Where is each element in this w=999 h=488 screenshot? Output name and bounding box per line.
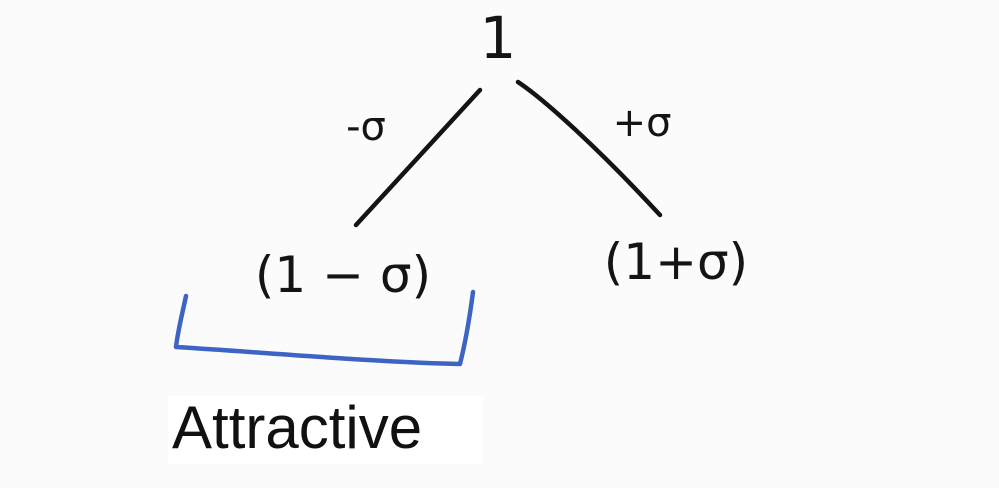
right-branch-line	[515, 79, 663, 218]
left-branch-line	[353, 87, 483, 228]
attractive-bracket	[173, 289, 476, 367]
right-edge-label: +σ	[613, 100, 672, 146]
left-node-label: (1 − σ)	[255, 246, 431, 304]
right-node-label: (1+σ)	[604, 233, 748, 291]
left-edge-label: -σ	[346, 104, 386, 150]
caption-attractive: Attractive	[172, 394, 423, 461]
root-node-label: 1	[480, 4, 517, 72]
caption-box	[168, 396, 483, 464]
